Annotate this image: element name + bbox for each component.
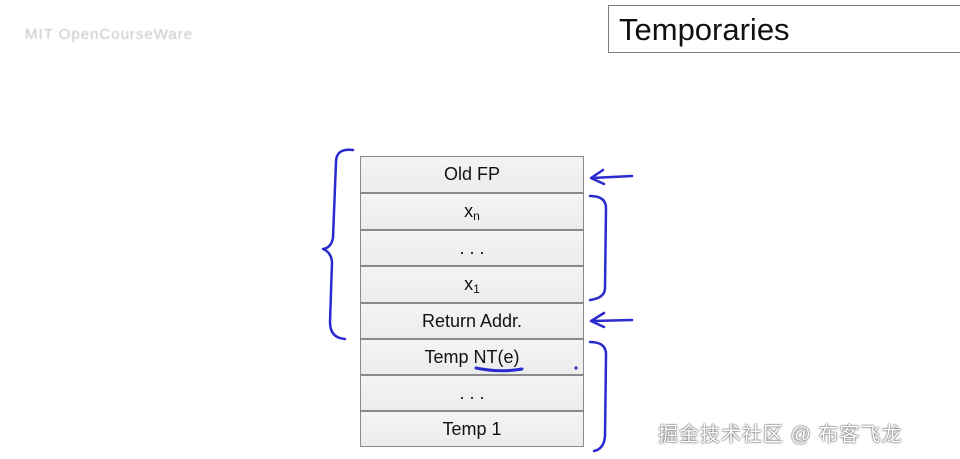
ink-dot-annotation bbox=[574, 366, 578, 370]
arrow-annotation-return-addr bbox=[589, 311, 634, 329]
stack-cell-label: . . . bbox=[459, 237, 485, 258]
stack-cell-ellipsis-temps: . . . bbox=[360, 375, 584, 411]
stack-cell-label: Old FP bbox=[443, 164, 500, 184]
temps-brace-annotation bbox=[588, 340, 608, 453]
stack-cell-ellipsis-args: . . . bbox=[360, 230, 584, 266]
stack-cell-label: x bbox=[464, 201, 474, 221]
left-brace-annotation bbox=[321, 148, 355, 341]
stack-cell-label: Return Addr. bbox=[421, 310, 523, 331]
stack-cell-label: x bbox=[464, 274, 474, 294]
stack-cell-subscript: n bbox=[473, 208, 480, 223]
stack-cell-temp-1: Temp 1 bbox=[360, 411, 584, 447]
arrow-annotation-old-fp bbox=[589, 168, 634, 186]
course-logo: MIT OpenCourseWare bbox=[25, 26, 194, 43]
stack-cell-old-fp: Old FP bbox=[360, 156, 584, 193]
stack-cell-label: Temp NT(e) bbox=[424, 346, 520, 367]
stack-cell-return-addr: Return Addr. bbox=[360, 303, 584, 339]
args-brace-annotation bbox=[588, 194, 608, 302]
slide-title: Temporaries bbox=[619, 12, 790, 47]
slide-title-box: Temporaries bbox=[608, 5, 960, 53]
stack-cell-temp-nt: Temp NT(e) bbox=[360, 339, 584, 375]
stack-cell-label: Temp 1 bbox=[442, 418, 502, 439]
watermark-text: 掘金技术社区 @ 布客飞龙 bbox=[658, 424, 903, 446]
underline-annotation-nt bbox=[474, 366, 524, 373]
stack-cell-label: . . . bbox=[459, 382, 485, 403]
stack-cell-subscript: 1 bbox=[473, 281, 480, 296]
